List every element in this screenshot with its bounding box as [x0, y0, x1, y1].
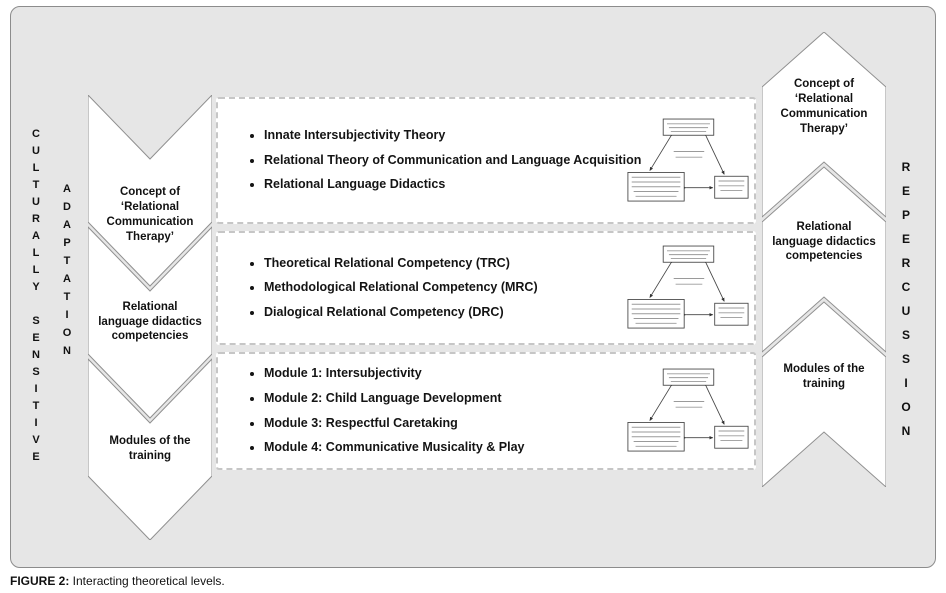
illegible-micro-text: [631, 373, 745, 447]
figure-caption-text: Interacting theoretical levels.: [69, 574, 225, 588]
list-item: Theoretical Relational Competency (TRC): [264, 256, 644, 272]
chevron-down-shape: [88, 358, 212, 540]
list-item: Innate Intersubjectivity Theory: [264, 128, 644, 144]
competency-level-box: Theoretical Relational Competency (TRC) …: [216, 231, 756, 345]
left-flow-label-modules: Modules of the training: [109, 435, 191, 462]
chevron-up-shape: [762, 32, 886, 218]
theory-bullet-list: Innate Intersubjectivity Theory Relation…: [218, 119, 644, 202]
chevron-up-shape: [762, 166, 886, 353]
triangle-relationship-diagram: [627, 368, 749, 452]
left-flow-label-competencies: Relational language didactics competenci…: [98, 300, 202, 343]
right-flow-label-competencies: Relational language didactics competenci…: [772, 220, 876, 263]
list-item: Relational Theory of Communication and L…: [264, 153, 644, 169]
figure-caption-number: FIGURE 2:: [10, 574, 70, 588]
modules-level-box: Module 1: Intersubjectivity Module 2: Ch…: [216, 352, 756, 470]
list-item: Module 4: Communicative Musicality & Pla…: [264, 440, 644, 456]
chevron-down-shape: [88, 95, 212, 287]
illegible-micro-text: [631, 122, 745, 197]
figure-caption: FIGURE 2: Interacting theoretical levels…: [10, 574, 225, 588]
right-vertical-label-repercussion: REPERCUSSION: [899, 160, 913, 448]
triangle-relationship-diagram: [627, 118, 749, 201]
theory-level-box: Innate Intersubjectivity Theory Relation…: [216, 97, 756, 224]
list-item: Relational Language Didactics: [264, 177, 644, 193]
list-item: Module 3: Respectful Caretaking: [264, 416, 644, 432]
triangle-relationship-diagram: [627, 245, 749, 329]
illegible-micro-text: [631, 250, 745, 324]
chevron-up-shape: [762, 301, 886, 487]
list-item: Methodological Relational Competency (MR…: [264, 280, 644, 296]
right-flow-label-modules: Modules of the training: [783, 363, 865, 390]
left-vertical-label-adaptation: ADAPTATION: [61, 183, 73, 363]
competency-bullet-list: Theoretical Relational Competency (TRC) …: [218, 247, 644, 330]
right-flow-label-concept: Concept of ‘Relational Communication The…: [780, 78, 868, 135]
left-vertical-label-culturally-sensitive: CULTURALLY SENSITIVE: [30, 128, 42, 468]
chevron-down-shape: [88, 226, 212, 419]
left-flow-chevrons-down: [88, 95, 212, 540]
left-flow-label-concept: Concept of ‘Relational Communication The…: [106, 186, 194, 243]
list-item: Module 1: Intersubjectivity: [264, 366, 644, 382]
right-flow-chevrons-up: [762, 32, 886, 487]
list-item: Module 2: Child Language Development: [264, 391, 644, 407]
list-item: Dialogical Relational Competency (DRC): [264, 305, 644, 321]
modules-bullet-list: Module 1: Intersubjectivity Module 2: Ch…: [218, 357, 644, 465]
